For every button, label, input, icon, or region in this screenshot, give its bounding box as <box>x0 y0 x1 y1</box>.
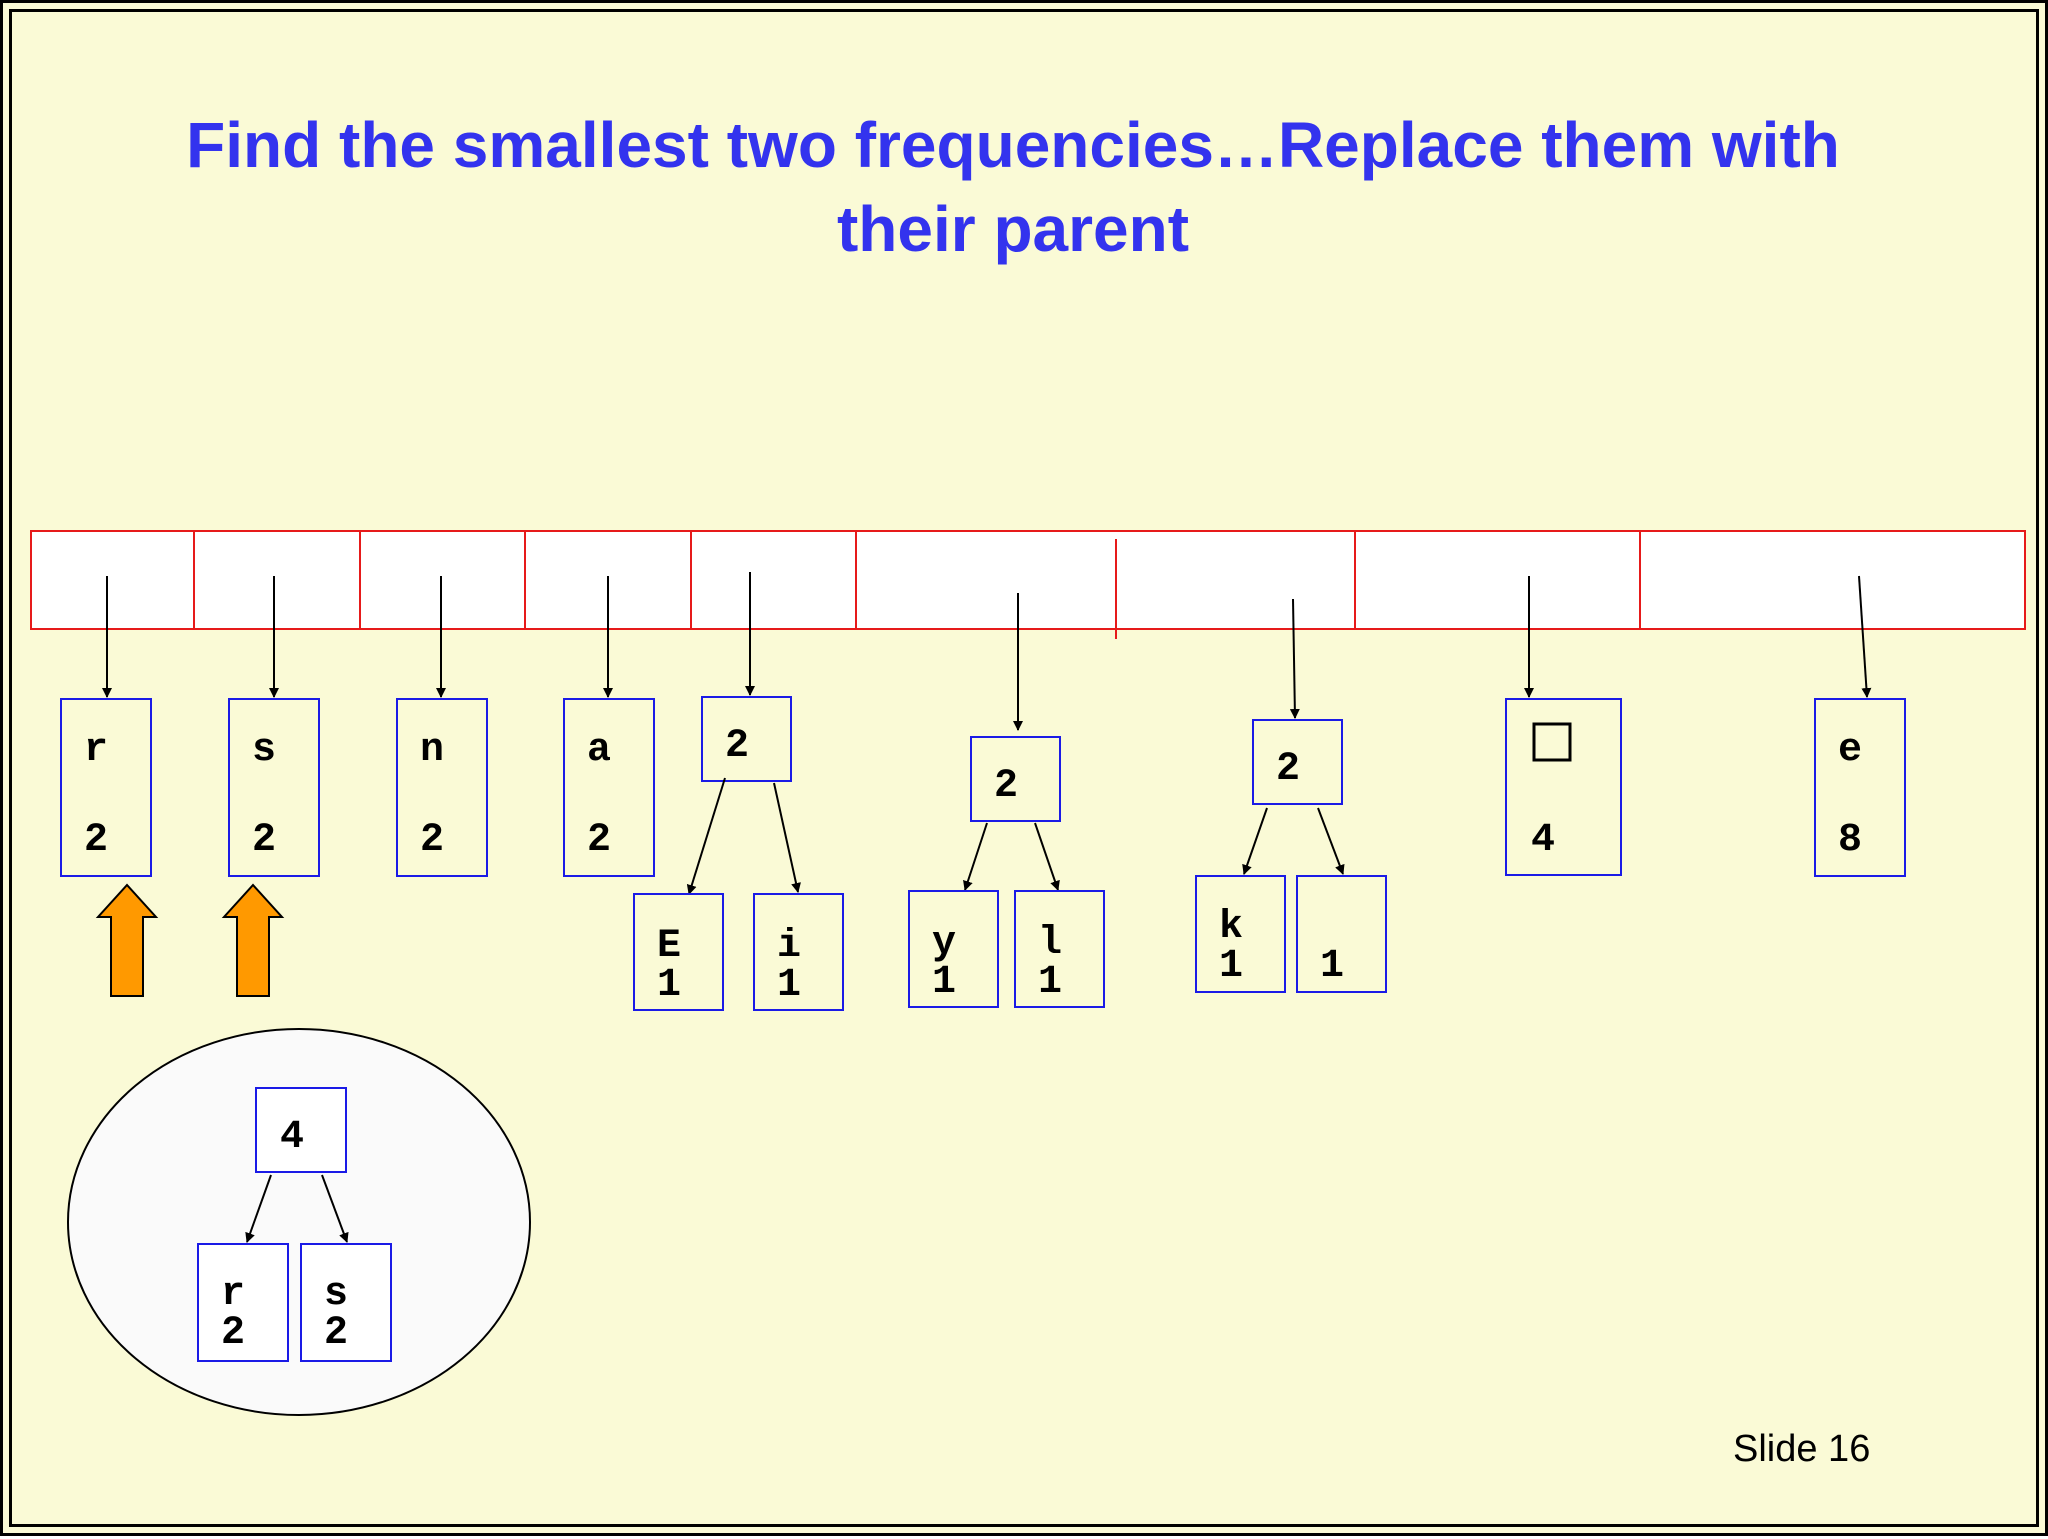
slide-title: Find the smallest two frequencies…Replac… <box>186 109 1840 265</box>
leaf-char: k <box>1219 905 1243 950</box>
node-freq: 2 <box>420 818 444 863</box>
node-freq: 2 <box>84 818 108 863</box>
node-char: a <box>587 728 611 773</box>
leaf-char: y <box>932 921 956 966</box>
subtree-root-box <box>970 736 1061 822</box>
node-box <box>1814 698 1906 877</box>
leaf-box <box>1195 875 1286 993</box>
node-freq: 4 <box>1531 818 1555 863</box>
subtree-root-freq: 2 <box>1276 747 1300 792</box>
node-char: e <box>1838 728 1862 773</box>
subtree-root-box <box>1252 719 1343 805</box>
leaf-char: r <box>221 1272 245 1317</box>
node-space: 4 <box>1505 698 1622 876</box>
slide-frame <box>9 9 2039 1527</box>
node-n: n 2 <box>396 698 488 877</box>
leaf-box <box>753 893 844 1011</box>
node-freq: 8 <box>1838 818 1862 863</box>
node-box <box>60 698 152 877</box>
node-freq: 2 <box>587 818 611 863</box>
child-arrow <box>1034 822 1060 891</box>
child-arrow <box>321 1174 349 1243</box>
leaf-box <box>633 893 724 1011</box>
leaf-freq: 2 <box>221 1311 245 1356</box>
leaf-char: s <box>324 1272 348 1317</box>
subtree-root-box <box>255 1087 347 1173</box>
node-char: n <box>420 728 444 773</box>
child-arrow <box>686 777 726 895</box>
leaf-freq: 1 <box>1320 944 1344 989</box>
child-arrow <box>245 1174 272 1243</box>
leaf-freq: 1 <box>1038 960 1062 1005</box>
node-box <box>1505 698 1622 876</box>
node-box <box>563 698 655 877</box>
square-icon <box>1532 722 1572 762</box>
node-e: e 8 <box>1814 698 1906 877</box>
subtree-y-l: 2 y 1 l 1 <box>908 736 1105 1008</box>
child-arrow <box>963 822 988 891</box>
up-arrow-icon <box>221 883 285 997</box>
leaf-freq: 1 <box>657 963 681 1008</box>
child-arrow <box>1242 807 1268 875</box>
node-freq: 2 <box>252 818 276 863</box>
leaf-box <box>908 890 999 1008</box>
node-box <box>396 698 488 877</box>
leaf-freq: 1 <box>777 963 801 1008</box>
node-char: s <box>252 728 276 773</box>
subtree-root-box <box>701 696 792 782</box>
node-a: a 2 <box>563 698 655 877</box>
subtree-k: 2 k 1 1 <box>1195 719 1387 993</box>
huffman-diagram: r 2 s 2 n 2 a 2 2 E 1 <box>30 530 2026 1416</box>
leaf-box <box>1014 890 1105 1008</box>
node-char: r <box>84 728 108 773</box>
up-arrow-icon <box>95 883 159 997</box>
subtree-root-freq: 2 <box>994 764 1018 809</box>
node-s: s 2 <box>228 698 320 877</box>
child-arrow <box>773 782 801 893</box>
node-box <box>228 698 320 877</box>
slide-number: Slide 16 <box>1733 1428 1871 1470</box>
pointer-arrow <box>1858 575 1872 698</box>
leaf-box <box>300 1243 392 1362</box>
merged-subtree-callout: 4 r 2 s 2 <box>67 1028 531 1416</box>
subtree-e-i: 2 E 1 i 1 <box>633 696 844 1011</box>
callout-ellipse <box>67 1028 531 1416</box>
leaf-box <box>1296 875 1387 993</box>
node-r: r 2 <box>60 698 152 877</box>
leaf-freq: 1 <box>1219 944 1243 989</box>
leaf-freq: 1 <box>932 960 956 1005</box>
queue-array-border <box>30 530 2026 630</box>
queue-array <box>30 530 2026 639</box>
leaf-char: l <box>1038 921 1062 966</box>
subtree-root-freq: 2 <box>725 724 749 769</box>
pointer-arrow <box>1289 598 1300 719</box>
slot-pointers <box>102 572 1872 731</box>
highlight-arrows <box>95 883 285 997</box>
subtree-root-freq: 4 <box>280 1115 304 1160</box>
leaf-char: i <box>777 924 801 969</box>
leaf-box <box>197 1243 289 1362</box>
child-arrow <box>1317 807 1345 875</box>
leaf-char: E <box>657 924 681 969</box>
leaf-freq: 2 <box>324 1311 348 1356</box>
